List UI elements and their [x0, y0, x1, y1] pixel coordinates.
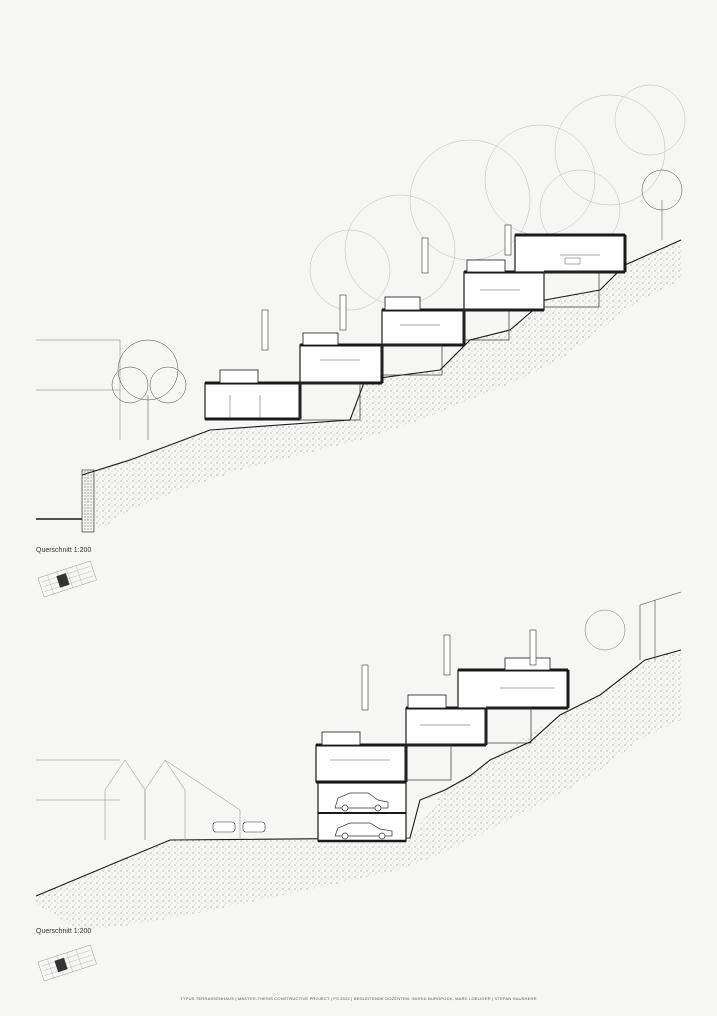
site-plan-thumbnail-top [37, 560, 97, 598]
garage-block [317, 782, 407, 843]
chimneys-top [261, 224, 512, 351]
terrain-line-top [81, 239, 682, 476]
terrain-fill-top [82, 240, 681, 530]
neighbour-houses-bottom [36, 759, 241, 840]
chimneys-bottom [361, 629, 537, 711]
retaining-wall [81, 469, 95, 533]
terrain-fill-bottom [36, 650, 681, 930]
lower-levels-top [299, 271, 600, 421]
footer-credits: TYPUS TERRASSENHAUS | MASTER-THESIS CONS… [180, 996, 537, 1001]
lower-levels-bottom [405, 707, 532, 781]
section-bottom-drawing [35, 591, 682, 982]
neighbour-house-left [36, 339, 121, 440]
garage-car-lower [334, 822, 393, 840]
site-plan-thumbnail-bottom [37, 944, 97, 982]
section-top-drawing [36, 84, 686, 598]
terrace-planters-top [219, 259, 506, 384]
interior-hints-bottom [330, 687, 555, 761]
neighbour-right-bottom [584, 591, 682, 660]
street-cars [212, 821, 266, 833]
terrace-planters-bottom [321, 657, 551, 746]
terrace-units-top [204, 233, 627, 421]
interior-hints-top [229, 254, 600, 418]
section-label-bottom: Querschnitt 1:200 [36, 928, 92, 935]
trees-right-top [641, 169, 683, 240]
terrain-line-bottom [35, 649, 682, 897]
garage-car-upper [334, 792, 389, 812]
tree-left [111, 339, 187, 440]
section-label-top: Querschnitt 1:200 [36, 547, 92, 554]
